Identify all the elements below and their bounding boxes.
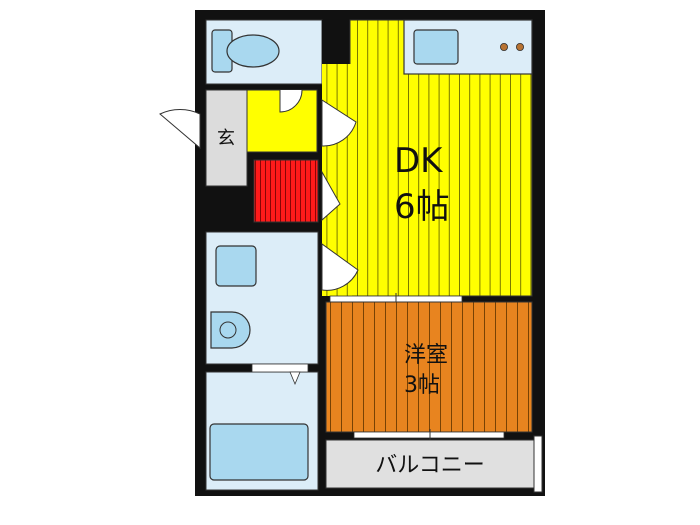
washing-machine-icon [215, 245, 257, 287]
kitchen-counter [403, 19, 533, 75]
balcony-label: バルコニー [375, 453, 485, 478]
stove-icon [499, 43, 525, 52]
entrance [205, 89, 248, 187]
bathtub-icon [209, 423, 309, 481]
washbasin-icon [210, 311, 251, 349]
dk-door-lower[interactable] [321, 243, 359, 291]
storage-door[interactable] [321, 170, 341, 222]
dk-door-upper[interactable] [321, 99, 357, 147]
western-room [325, 301, 533, 433]
kitchen-sink-icon [413, 29, 459, 65]
western-room-size: 3帖 [404, 373, 440, 398]
dk-room-size: 6帖 [394, 187, 450, 227]
western-room-label: 洋室 [404, 343, 448, 368]
entrance-label: 玄 [217, 128, 235, 149]
balcony [325, 439, 535, 489]
hall-door-swing [279, 89, 303, 113]
storage-closet [253, 159, 319, 223]
bathroom-door[interactable] [289, 371, 301, 386]
balcony-window[interactable] [353, 431, 505, 439]
entry-door[interactable] [159, 108, 201, 150]
toilet-icon [211, 29, 280, 73]
dk-room-label: DK [394, 141, 444, 181]
